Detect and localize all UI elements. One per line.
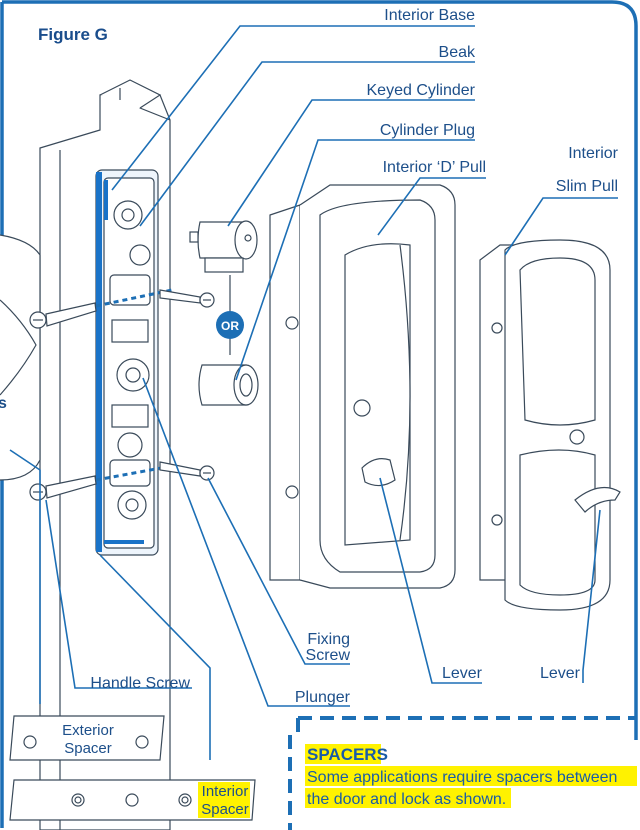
figure-title: Figure G [38,25,108,44]
cylinder-plug [198,364,259,406]
leader-cylinder-plug [235,139,475,381]
svg-text:OR: OR [221,319,239,333]
label-plunger: Plunger [295,689,351,706]
exterior-handle [0,234,41,481]
leader-fixing-screw [207,477,350,665]
interior-d-pull [269,184,456,589]
leader-keyed-cylinder [227,99,475,227]
label-cut-s: s [0,395,7,412]
leader-handle-screw [45,499,192,689]
fixing-screw-bottom [159,461,215,481]
label-interior-slim-pull-1: Interior [568,145,618,162]
keyed-cylinder [189,220,258,273]
leader-lever-slim [582,509,601,683]
interior-spacer: Interior Spacer [9,779,256,821]
svg-text:Exterior: Exterior [62,722,114,739]
label-lever-d: Lever [442,665,483,682]
fixing-screw-top [159,289,215,308]
leader-lever-d [379,477,482,684]
label-lever-slim: Lever [540,665,581,682]
interior-slim-pull [479,239,621,611]
label-interior-base: Interior Base [384,7,475,24]
leader-plunger [142,377,350,707]
note-line-2: the door and lock as shown. [307,791,506,808]
label-fixing-screw-2: Screw [306,647,351,664]
label-interior-d-pull: Interior ‘D’ Pull [383,159,486,176]
leader-d-pull [377,177,486,236]
label-fixing-screw-1: Fixing [307,631,350,648]
label-beak: Beak [439,44,476,61]
or-badge: OR [216,275,244,355]
spacers-note: SPACERS Some applications require spacer… [288,716,637,830]
label-keyed-cylinder: Keyed Cylinder [367,82,476,99]
svg-text:Interior: Interior [202,783,249,800]
handle-screw-bottom [29,464,173,501]
label-handle-screw: Handle Screw [90,675,190,692]
note-line-1: Some applications require spacers betwee… [307,769,617,786]
exterior-spacer: Exterior Spacer [9,715,165,761]
note-title: SPACERS [307,745,388,764]
svg-text:Spacer: Spacer [64,740,112,757]
panel-frame [2,0,638,740]
handle-screw-top [29,288,173,329]
leader-interior-base [111,25,475,191]
leader-interior-spacer [99,554,211,760]
lock-body [95,169,159,556]
leader-beak [139,61,475,227]
svg-text:Spacer: Spacer [201,801,249,818]
label-interior-slim-pull-2: Slim Pull [556,178,618,195]
leader-slim-pull [504,197,618,256]
leader-exterior-spacer [9,449,41,704]
label-cylinder-plug: Cylinder Plug [380,122,475,139]
